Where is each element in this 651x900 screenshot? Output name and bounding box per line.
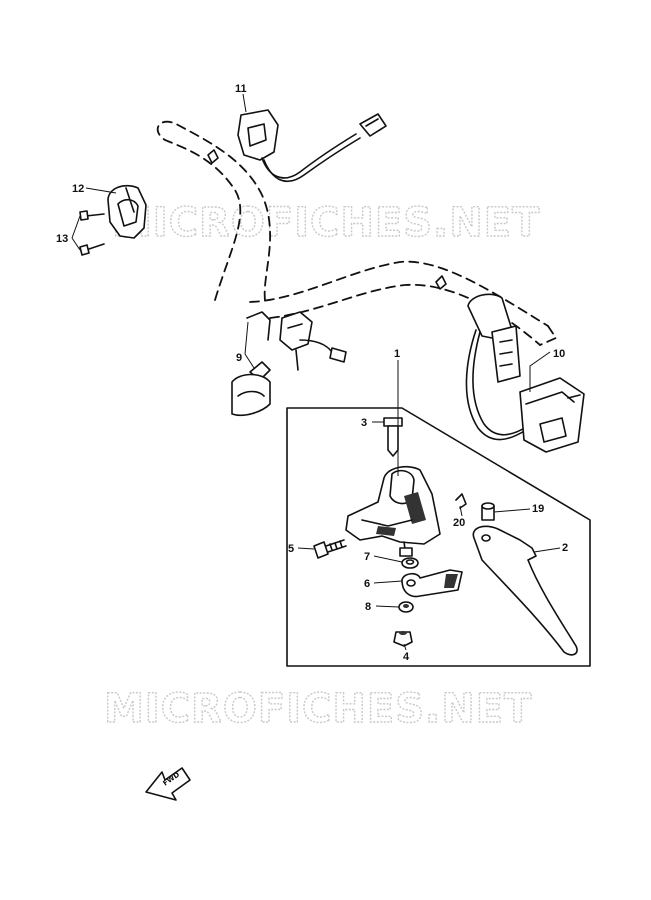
callout-11: 11 (235, 83, 247, 95)
callout-20: 20 (453, 517, 465, 529)
part-1-lever-holder (345, 465, 441, 557)
part-6-plate (401, 569, 463, 598)
callout-1: 1 (394, 348, 400, 360)
callout-12: 12 (72, 183, 84, 195)
part-13-screws (79, 210, 105, 256)
part-20-clip (455, 493, 467, 509)
callout-19: 19 (532, 503, 544, 515)
part-9-clutch-switch-bracket (231, 311, 347, 417)
lever-assembly-frame (286, 407, 591, 667)
part-3-bolt (383, 417, 403, 457)
leader-lines (71, 93, 561, 651)
callout-4: 4 (403, 651, 410, 663)
part-11-switch (237, 109, 387, 183)
callout-3: 3 (361, 417, 367, 429)
part-2-lever (472, 525, 578, 656)
callout-9: 9 (236, 352, 242, 364)
part-10-switch-housing (465, 293, 585, 453)
part-7-nut (401, 557, 419, 569)
callout-5: 5 (288, 543, 294, 555)
watermark-bottom: MICROFICHES.NET (104, 686, 532, 732)
watermark-top: MICROFICHES.NET (112, 200, 540, 246)
part-12-switch-body (107, 184, 147, 239)
callout-7: 7 (364, 551, 370, 563)
callout-8: 8 (365, 601, 371, 613)
part-8-washer (398, 601, 414, 613)
callout-13: 13 (56, 233, 68, 245)
fwd-direction-arrow: FWD (145, 767, 191, 801)
part-19-collar (481, 502, 495, 521)
part-4-nut (393, 631, 413, 647)
callout-2: 2 (562, 542, 568, 554)
callout-10: 10 (553, 348, 565, 360)
part-5-bolt (313, 539, 347, 559)
callout-6: 6 (364, 578, 370, 590)
